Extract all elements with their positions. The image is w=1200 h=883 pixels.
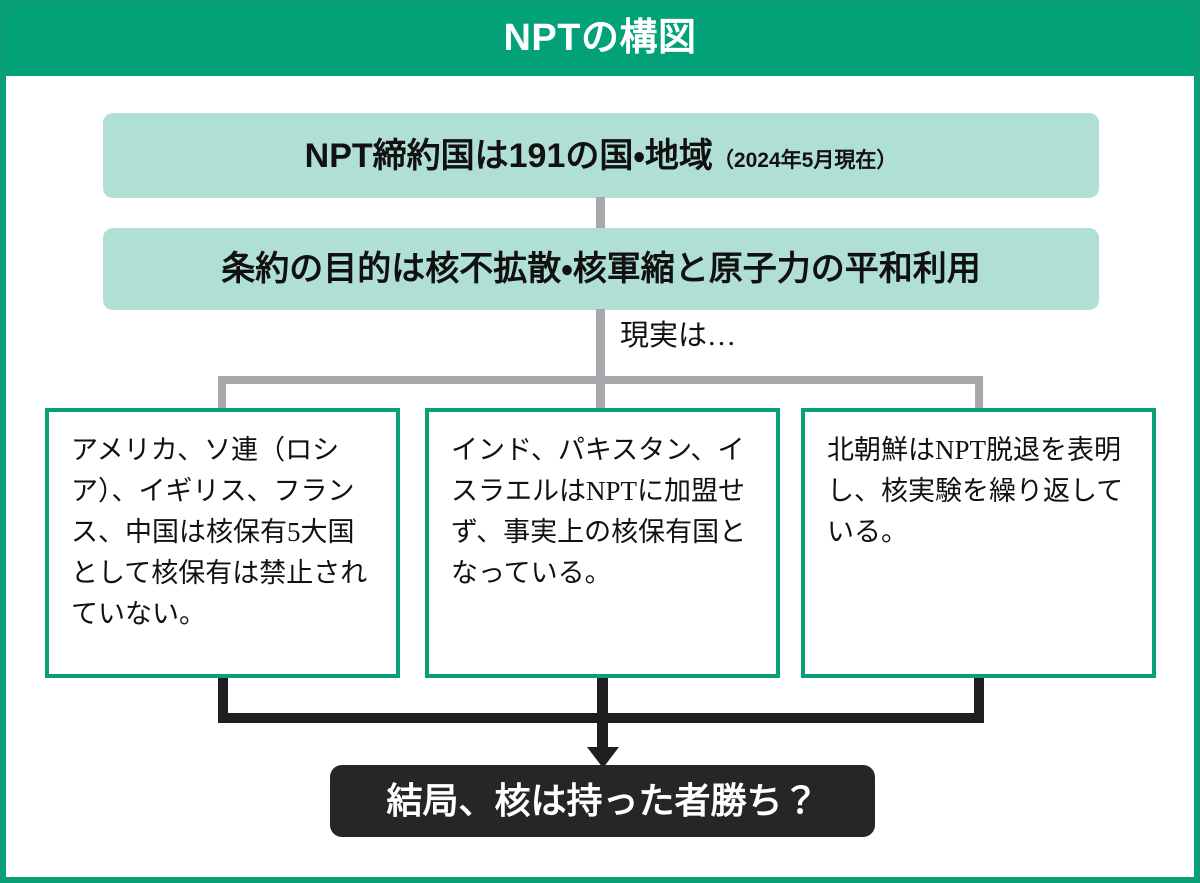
connector-banner2-down — [596, 309, 605, 380]
reality-label: 現実は… — [620, 320, 737, 352]
banner-npt-parties-text: NPT締約国は191の国・地域（2024年5月現在） — [305, 139, 898, 173]
fact-box-nuclear-five: アメリカ、ソ連（ロシア）、イギリス、フランス、中国は核保有5大国として核保有は禁… — [45, 408, 400, 678]
connector-stub-box2 — [597, 678, 608, 720]
connector-banner1-to-banner2 — [596, 197, 605, 229]
arrow-down-icon — [587, 747, 619, 768]
connector-stub-box1 — [218, 678, 228, 720]
conclusion-text: 結局、核は持った者勝ち？ — [386, 780, 819, 821]
conclusion-box: 結局、核は持った者勝ち？ — [330, 765, 875, 837]
connector-drop-box3 — [975, 376, 983, 409]
connector-drop-box1 — [218, 376, 226, 409]
banner-treaty-purpose: 条約の目的は核不拡散・核軍縮と原子力の平和利用 — [103, 228, 1099, 310]
banner-npt-parties: NPT締約国は191の国・地域（2024年5月現在） — [103, 113, 1099, 198]
connector-to-conclusion — [597, 713, 608, 753]
fact-box-north-korea-text: 北朝鮮はNPT脱退を表明し、核実験を繰り返している。 — [827, 435, 1124, 548]
connector-drop-box2 — [596, 376, 605, 409]
header-band: NPTの構図 — [0, 0, 1200, 76]
banner-treaty-purpose-text: 条約の目的は核不拡散・核軍縮と原子力の平和利用 — [221, 250, 981, 288]
connector-stub-box3 — [974, 678, 984, 720]
banner-npt-parties-note: （2024年5月現在） — [712, 148, 898, 172]
fact-box-nuclear-five-text: アメリカ、ソ連（ロシア）、イギリス、フランス、中国は核保有5大国として核保有は禁… — [71, 435, 368, 630]
fact-box-non-signatories: インド、パキスタン、イスラエルはNPTに加盟せず、事実上の核保有国となっている。 — [425, 408, 780, 678]
fact-box-north-korea: 北朝鮮はNPT脱退を表明し、核実験を繰り返している。 — [801, 408, 1156, 678]
page-title: NPTの構図 — [503, 17, 697, 59]
fact-box-non-signatories-text: インド、パキスタン、イスラエルはNPTに加盟せず、事実上の核保有国となっている。 — [451, 435, 747, 589]
banner-npt-parties-main: NPT締約国は191の国・地域 — [304, 136, 713, 175]
